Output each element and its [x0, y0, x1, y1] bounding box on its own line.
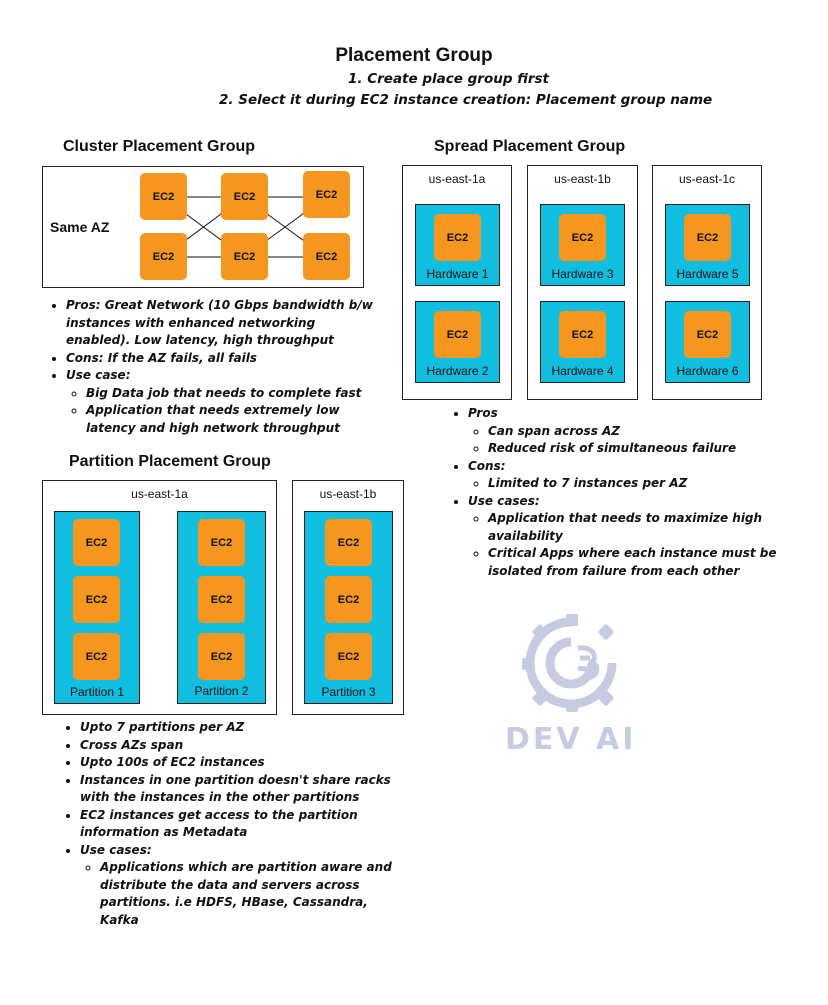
partition-label: Partition 2 — [194, 684, 249, 698]
partition-title: Partition Placement Group — [69, 453, 271, 470]
partition-label: Partition 3 — [321, 685, 376, 699]
spread-notes: Pros Can span across AZ Reduced risk of … — [450, 405, 780, 580]
cluster-notes: Pros: Great Network (10 Gbps bandwidth b… — [48, 297, 378, 437]
cluster-use-case: Big Data job that needs to complete fast — [86, 385, 378, 403]
page-title: Placement Group — [335, 45, 493, 66]
partition-bullet: Cross AZs span — [80, 737, 392, 755]
dev-ai-logo — [520, 612, 622, 714]
ec2-instance: EC2 — [140, 173, 187, 220]
partition-bullet: Upto 100s of EC2 instances — [80, 754, 392, 772]
cluster-use-case: Application that needs extremely low lat… — [86, 402, 378, 437]
partition-box: EC2 EC2 EC2 Partition 1 — [54, 511, 140, 704]
partition-notes: Upto 7 partitions per AZ Cross AZs span … — [62, 719, 392, 929]
ec2-instance: EC2 — [73, 519, 120, 566]
ec2-instance: EC2 — [221, 173, 268, 220]
ec2-instance: EC2 — [559, 214, 606, 261]
hardware-label: Hardware 4 — [551, 364, 614, 378]
hardware-box: EC2 Hardware 4 — [540, 301, 625, 383]
hardware-label: Hardware 1 — [426, 267, 489, 281]
spread-cons-title: Cons: Limited to 7 instances per AZ — [468, 458, 780, 493]
partition-az-box: us-east-1b EC2 EC2 EC2 Partition 3 — [292, 480, 404, 715]
ec2-instance: EC2 — [303, 171, 350, 218]
spread-use-case: Application that needs to maximize high … — [488, 510, 780, 545]
ec2-instance: EC2 — [140, 233, 187, 280]
partition-use-case: Applications which are partition aware a… — [100, 859, 392, 929]
hardware-box: EC2 Hardware 6 — [665, 301, 750, 383]
spread-pro: Can span across AZ — [488, 423, 780, 441]
hardware-box: EC2 Hardware 5 — [665, 204, 750, 286]
cluster-az-label: Same AZ — [50, 219, 110, 235]
spread-title: Spread Placement Group — [434, 138, 626, 155]
spread-use-case: Critical Apps where each instance must b… — [488, 545, 780, 580]
ec2-instance: EC2 — [684, 214, 731, 261]
cluster-pros: Pros: Great Network (10 Gbps bandwidth b… — [66, 297, 378, 350]
hardware-box: EC2 Hardware 2 — [415, 301, 500, 383]
az-label: us-east-1b — [319, 487, 377, 501]
az-label: us-east-1b — [554, 172, 611, 186]
hardware-label: Hardware 3 — [551, 267, 614, 281]
ec2-instance: EC2 — [73, 576, 120, 623]
ec2-instance: EC2 — [325, 633, 372, 680]
partition-bullet: Upto 7 partitions per AZ — [80, 719, 392, 737]
hardware-box: EC2 Hardware 1 — [415, 204, 500, 286]
partition-bullet: EC2 instances get access to the partitio… — [80, 807, 392, 842]
ec2-instance: EC2 — [325, 519, 372, 566]
az-label: us-east-1c — [678, 172, 736, 186]
az-label: us-east-1a — [428, 172, 486, 186]
watermark-text: DEV AI — [505, 722, 637, 757]
spread-az-box: us-east-1a EC2 Hardware 1 EC2 Hardware 2 — [402, 165, 512, 400]
ec2-instance: EC2 — [221, 233, 268, 280]
spread-con: Limited to 7 instances per AZ — [488, 475, 780, 493]
hardware-label: Hardware 5 — [676, 267, 739, 281]
partition-box: EC2 EC2 EC2 Partition 2 — [177, 511, 266, 704]
ec2-instance: EC2 — [73, 633, 120, 680]
hardware-box: EC2 Hardware 3 — [540, 204, 625, 286]
cluster-use-case-title: Use case: Big Data job that needs to com… — [66, 367, 378, 437]
cluster-title: Cluster Placement Group — [63, 138, 256, 155]
partition-box: EC2 EC2 EC2 Partition 3 — [304, 511, 393, 704]
partition-use-cases-title: Use cases: Applications which are partit… — [80, 842, 392, 930]
cluster-az-box: Same AZ EC2 EC2 EC2 EC2 EC2 EC2 — [42, 166, 364, 288]
spread-use-cases-title: Use cases: Application that needs to max… — [468, 493, 780, 581]
ec2-instance: EC2 — [198, 633, 245, 680]
ec2-instance: EC2 — [434, 214, 481, 261]
spread-az-box: us-east-1c EC2 Hardware 5 EC2 Hardware 6 — [652, 165, 762, 400]
hardware-label: Hardware 2 — [426, 364, 489, 378]
ec2-instance: EC2 — [684, 311, 731, 358]
ec2-instance: EC2 — [434, 311, 481, 358]
ec2-instance: EC2 — [303, 233, 350, 280]
spread-az-box: us-east-1b EC2 Hardware 3 EC2 Hardware 4 — [527, 165, 638, 400]
spread-pros-title: Pros Can span across AZ Reduced risk of … — [468, 405, 780, 458]
partition-az-box: us-east-1a EC2 EC2 EC2 Partition 1 EC2 E… — [42, 480, 277, 715]
partition-bullet: Instances in one partition doesn't share… — [80, 772, 392, 807]
step-1: 1. Create place group first — [348, 71, 549, 87]
ec2-instance: EC2 — [559, 311, 606, 358]
hardware-label: Hardware 6 — [676, 364, 739, 378]
gear-brain-icon — [522, 614, 617, 712]
step-2: 2. Select it during EC2 instance creatio… — [219, 92, 713, 108]
az-label: us-east-1a — [131, 487, 188, 501]
cluster-cons: Cons: If the AZ fails, all fails — [66, 350, 378, 368]
ec2-instance: EC2 — [325, 576, 372, 623]
ec2-instance: EC2 — [198, 519, 245, 566]
spread-pro: Reduced risk of simultaneous failure — [488, 440, 780, 458]
partition-label: Partition 1 — [69, 685, 125, 699]
ec2-instance: EC2 — [198, 576, 245, 623]
